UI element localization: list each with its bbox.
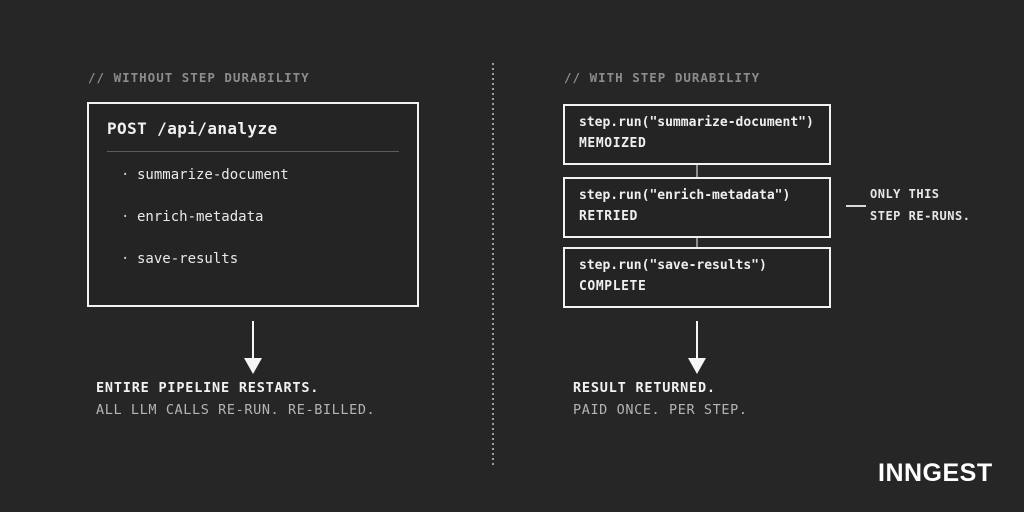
- bullet-icon: ·: [121, 251, 130, 267]
- left-section-heading: // WITHOUT STEP DURABILITY: [88, 70, 310, 85]
- right-outcome-subtitle: PAID ONCE. PER STEP.: [573, 402, 748, 418]
- callout-line-2: STEP RE-RUNS.: [870, 209, 971, 223]
- list-item: · summarize-document: [107, 167, 399, 183]
- list-item: · enrich-metadata: [107, 209, 399, 225]
- request-box-divider: [107, 151, 399, 152]
- step-code: step.run("summarize-document"): [579, 115, 814, 130]
- bullet-icon: ·: [121, 167, 130, 183]
- bullet-icon: ·: [121, 209, 130, 225]
- down-arrow-icon: [244, 321, 262, 374]
- step-code: step.run("save-results"): [579, 258, 767, 273]
- step-box-memoized: step.run("summarize-document") MEMOIZED: [563, 104, 831, 165]
- right-outcome-title: RESULT RETURNED.: [573, 380, 716, 396]
- request-box: POST /api/analyze · summarize-document ·…: [87, 102, 419, 307]
- callout-dash-line: [846, 205, 866, 207]
- task-label: save-results: [137, 251, 239, 267]
- down-arrow-icon: [688, 321, 706, 374]
- inngest-logo: INNGEST: [878, 459, 993, 487]
- step-status: RETRIED: [579, 209, 638, 224]
- step-code: step.run("enrich-metadata"): [579, 188, 791, 203]
- step-status: COMPLETE: [579, 279, 647, 294]
- list-item: · save-results: [107, 251, 399, 267]
- task-label: summarize-document: [137, 167, 289, 183]
- left-outcome-title: ENTIRE PIPELINE RESTARTS.: [96, 380, 320, 396]
- task-label: enrich-metadata: [137, 209, 264, 225]
- step-box-retried: step.run("enrich-metadata") RETRIED: [563, 177, 831, 238]
- right-section-heading: // WITH STEP DURABILITY: [564, 70, 761, 85]
- connector-line: [696, 238, 698, 247]
- callout-line-1: ONLY THIS: [870, 187, 940, 201]
- step-box-complete: step.run("save-results") COMPLETE: [563, 247, 831, 308]
- left-outcome-subtitle: ALL LLM CALLS RE-RUN. RE-BILLED.: [96, 402, 376, 418]
- request-box-title: POST /api/analyze: [107, 119, 278, 138]
- step-status: MEMOIZED: [579, 136, 647, 151]
- request-task-list: · summarize-document · enrich-metadata ·…: [107, 167, 399, 267]
- connector-line: [696, 165, 698, 177]
- dotted-divider-line: [492, 63, 494, 465]
